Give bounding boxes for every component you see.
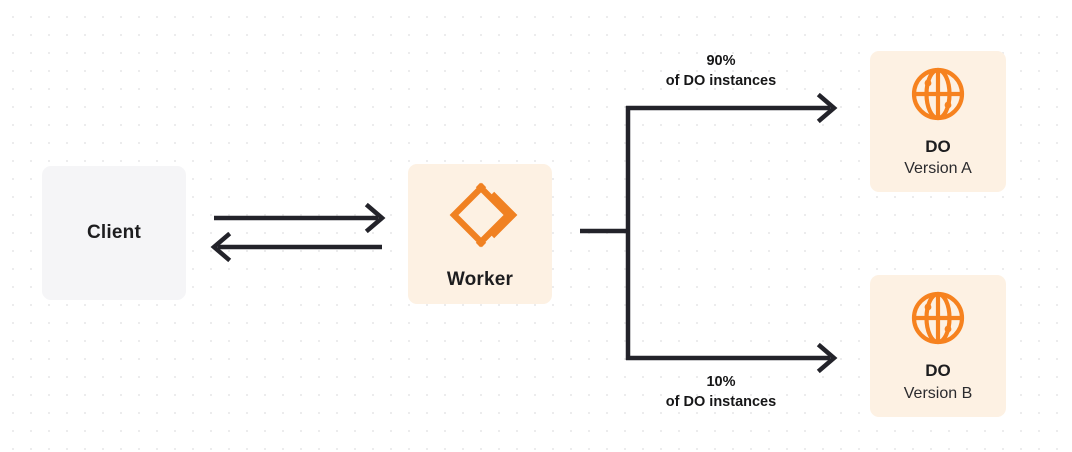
edge-client-to-worker — [214, 202, 386, 234]
node-worker-label: Worker — [446, 269, 514, 291]
edge-label-do-a-description: of DO instances — [665, 72, 777, 89]
node-do-a-sublabel: Version A — [904, 160, 972, 178]
edge-worker-to-do-b — [626, 342, 838, 374]
node-do-b-sublabel: Version B — [903, 384, 973, 402]
node-do-b-label: DO — [925, 361, 951, 381]
node-do-a-label: DO — [925, 136, 951, 156]
globe-icon — [907, 63, 969, 125]
edge-label-worker-to-do-b: 10% of DO instances — [611, 373, 831, 412]
edge-label-do-a-percent: 90% — [706, 53, 736, 69]
edge-worker-branch-trunk — [580, 106, 631, 360]
node-client[interactable]: Client — [42, 166, 186, 300]
edge-label-do-b-description: of DO instances — [665, 393, 777, 410]
edge-label-worker-to-do-a: 90% of DO instances — [611, 52, 831, 91]
node-do-version-a[interactable]: DO Version A — [870, 51, 1006, 192]
cloudflare-workers-logo-icon — [442, 177, 518, 253]
node-worker[interactable]: Worker — [408, 164, 552, 304]
edge-worker-to-do-a — [626, 92, 838, 124]
node-client-label: Client — [87, 222, 141, 244]
edge-worker-to-client — [210, 231, 382, 263]
globe-icon — [907, 287, 969, 349]
edge-label-do-b-percent: 10% — [706, 374, 736, 390]
node-do-version-b[interactable]: DO Version B — [870, 275, 1006, 417]
